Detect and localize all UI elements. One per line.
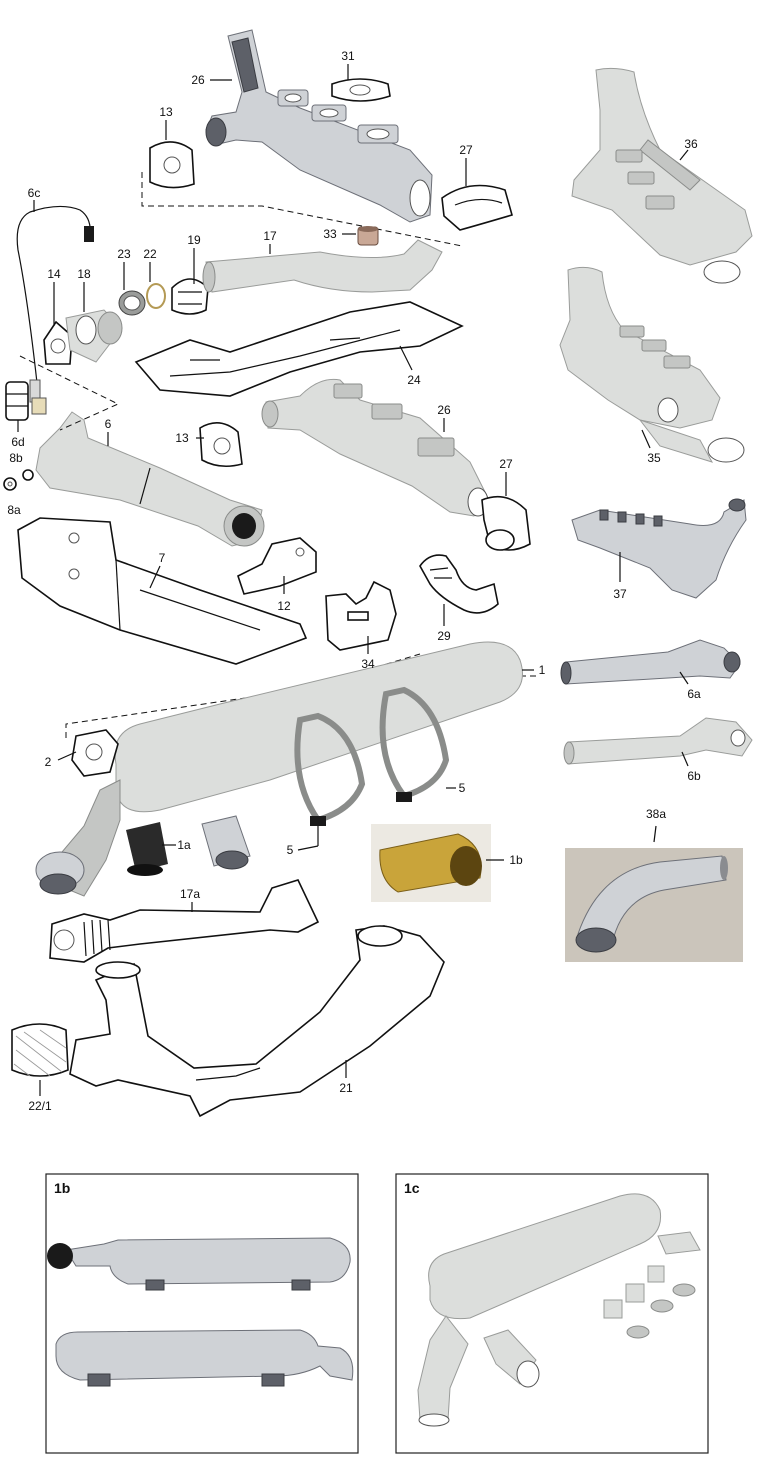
label-34: 34 — [361, 657, 375, 671]
part-1-muffler — [35, 641, 523, 897]
part-17-pipe — [202, 239, 443, 293]
part-12-bracket — [237, 537, 317, 595]
label-19: 19 — [187, 233, 201, 247]
label-22-1: 22/1 — [28, 1099, 52, 1113]
inset-1c-primer-muffler: 1c — [395, 1173, 709, 1454]
label-8a: 8a — [7, 503, 21, 517]
part-8a-nut — [3, 477, 17, 491]
part-23-ring — [118, 290, 146, 316]
label-1a: 1a — [177, 838, 191, 852]
label-35: 35 — [647, 451, 661, 465]
label-33: 33 — [323, 227, 337, 241]
part-26-heat-exchanger-primer — [261, 378, 489, 517]
label-29: 29 — [437, 629, 451, 643]
label-7: 7 — [159, 551, 166, 565]
label-21: 21 — [339, 1081, 353, 1095]
label-24: 24 — [407, 373, 421, 387]
part-27-elbow-top — [441, 184, 513, 231]
part-38a-chrome-elbow-photo — [565, 848, 743, 962]
part-1b-gold-tip-photo — [371, 824, 491, 902]
part-22-ring — [146, 283, 166, 309]
label-6b: 6b — [687, 769, 701, 783]
label-8b: 8b — [9, 451, 23, 465]
part-5-strap-right — [379, 686, 450, 802]
part-6c-o2-sensor-cable — [16, 205, 94, 403]
label-26-mid: 26 — [437, 403, 451, 417]
part-2-flange — [71, 729, 119, 777]
label-37: 37 — [613, 587, 627, 601]
part-31-gasket — [331, 78, 391, 102]
part-8b-nut — [22, 469, 34, 481]
part-18-flange — [65, 309, 123, 363]
inset-1c-title: 1c — [404, 1180, 420, 1196]
part-27-elbow-mid — [481, 495, 531, 551]
label-14: 14 — [47, 267, 61, 281]
label-26-top: 26 — [191, 73, 205, 87]
label-1b: 1b — [509, 853, 523, 867]
part-1a-tip-black — [126, 822, 168, 876]
label-6: 6 — [105, 417, 112, 431]
part-6b-primer-pipe — [563, 717, 753, 765]
label-22: 22 — [143, 247, 157, 261]
part-17a-pipe-bellows — [49, 879, 320, 963]
label-17a: 17a — [180, 887, 200, 901]
part-37-header-chrome — [571, 498, 747, 599]
label-6c: 6c — [28, 186, 41, 200]
part-34-bracket — [325, 580, 397, 651]
label-38a: 38a — [646, 807, 666, 821]
part-26-heat-exchanger-chrome — [205, 29, 433, 223]
label-27-mid: 27 — [499, 457, 513, 471]
label-5-left: 5 — [287, 843, 294, 857]
part-19-clamp — [171, 278, 209, 315]
label-6d: 6d — [11, 435, 24, 449]
inset-1b-title: 1b — [54, 1180, 70, 1196]
part-13-flange-gasket-top — [149, 141, 195, 189]
label-18: 18 — [77, 267, 91, 281]
label-13-mid: 13 — [175, 431, 189, 445]
part-24-bracket-plate — [134, 301, 464, 397]
part-6a-chrome-pipe — [560, 639, 741, 685]
part-6-catalytic-converter — [35, 411, 265, 547]
part-35-heat-exchanger-primer — [559, 266, 745, 463]
label-12: 12 — [277, 599, 291, 613]
label-1: 1 — [539, 663, 546, 677]
part-labels: 26 31 13 27 36 6c 33 17 19 22 23 18 14 2… — [7, 49, 701, 1113]
inset-1b-stainless-muffler: 1b — [45, 1173, 359, 1454]
part-7-skid-plate — [17, 517, 308, 665]
label-17: 17 — [263, 229, 277, 243]
label-23: 23 — [117, 247, 131, 261]
part-5-strap-left — [294, 712, 366, 826]
part-1a-tip-chrome — [201, 815, 251, 870]
label-13-top: 13 — [159, 105, 173, 119]
leader-lines — [17, 64, 689, 1096]
part-13-flange-gasket-mid — [199, 422, 243, 468]
label-27-top: 27 — [459, 143, 473, 157]
part-6d-sensor-holder — [5, 381, 47, 421]
label-36: 36 — [684, 137, 698, 151]
part-36-heat-exchanger-primer — [571, 67, 753, 284]
part-33-spacer — [357, 226, 379, 246]
label-6a: 6a — [687, 687, 701, 701]
part-21-y-pipe — [69, 925, 445, 1118]
label-5-right: 5 — [459, 781, 466, 795]
label-31: 31 — [341, 49, 355, 63]
label-2: 2 — [45, 755, 52, 769]
part-22-1-mesh-filter — [11, 1023, 69, 1077]
part-29-elbow — [419, 554, 499, 614]
